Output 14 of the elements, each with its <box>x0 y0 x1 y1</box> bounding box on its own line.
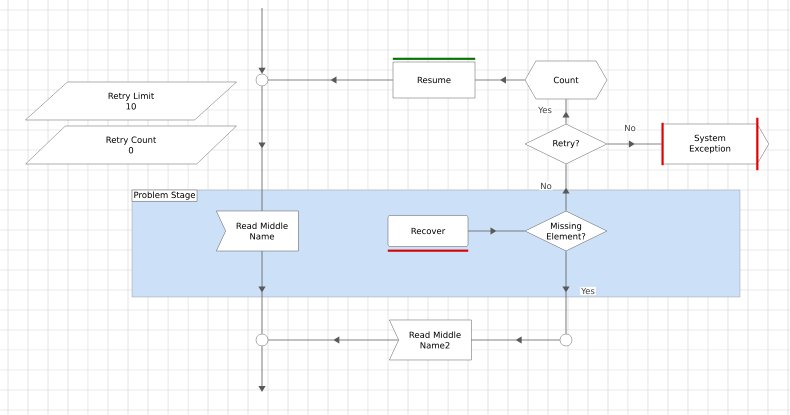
resume-stage-box: Resume <box>392 58 476 98</box>
edge-label: No <box>623 124 637 132</box>
junction-circle <box>256 74 268 86</box>
recover-stage-box: Recover <box>388 215 468 252</box>
read-stage-box: Read Middle Name <box>216 210 299 252</box>
exception-stage-box: System Exception <box>661 118 769 170</box>
junction-circle <box>256 334 268 346</box>
junction-circle <box>560 334 572 346</box>
calculation-hexagon: Count <box>524 60 608 100</box>
data-item-parallelogram: Retry Limit 10 <box>25 82 237 120</box>
edge-label: No <box>539 182 553 190</box>
data-item-parallelogram: Retry Count 0 <box>25 126 237 164</box>
edge-label: Yes <box>537 106 553 114</box>
read-stage-box: Read Middle Name2 <box>389 320 472 360</box>
